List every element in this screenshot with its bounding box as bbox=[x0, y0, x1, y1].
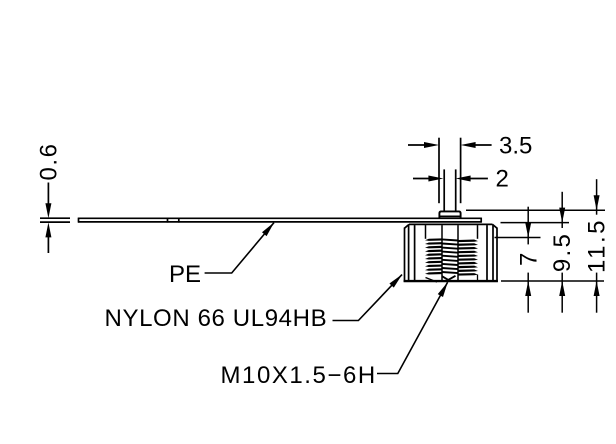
svg-text:7: 7 bbox=[516, 253, 543, 266]
svg-text:M10X1.5−6H: M10X1.5−6H bbox=[221, 362, 377, 389]
svg-text:NYLON 66 UL94HB: NYLON 66 UL94HB bbox=[105, 305, 328, 332]
svg-text:PE: PE bbox=[169, 261, 201, 288]
svg-text:11.5: 11.5 bbox=[584, 218, 611, 273]
svg-text:3.5: 3.5 bbox=[499, 133, 532, 160]
svg-text:9.5: 9.5 bbox=[549, 232, 576, 272]
svg-text:2: 2 bbox=[496, 166, 509, 193]
svg-text:0.6: 0.6 bbox=[35, 143, 62, 181]
